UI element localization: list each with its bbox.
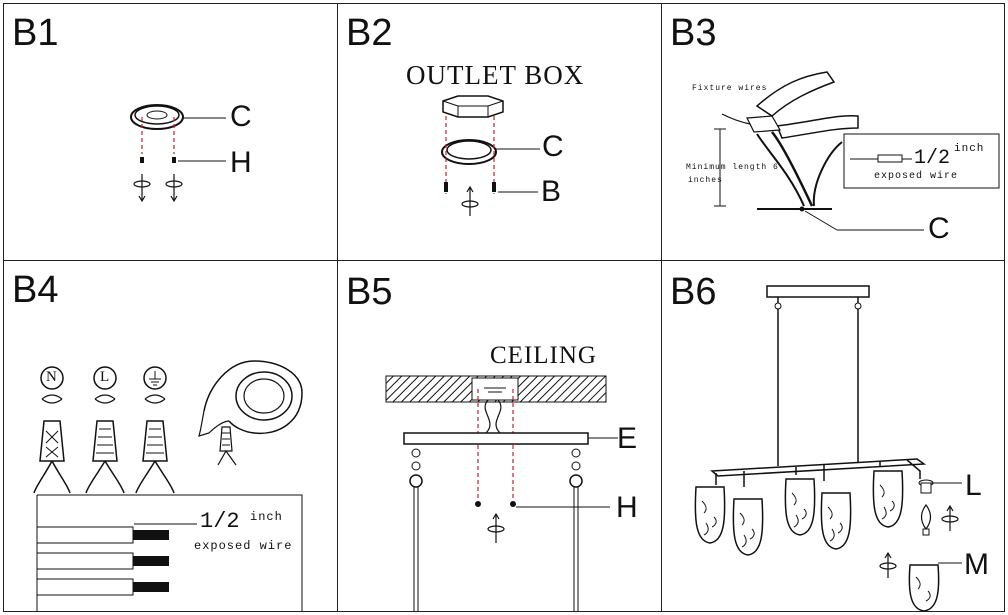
fraction-label: 1/2 bbox=[914, 147, 951, 170]
stripped-wires bbox=[36, 526, 169, 596]
label-b: B bbox=[541, 175, 562, 208]
ceiling-mount-diagram bbox=[385, 375, 618, 611]
label-l: L bbox=[965, 469, 982, 502]
canopy-plate-diagram bbox=[130, 104, 226, 203]
inch-label: inch bbox=[250, 510, 283, 524]
label-c: C bbox=[928, 212, 950, 245]
fixture-assembly-diagram bbox=[694, 285, 962, 611]
panel-b1: B1 C H bbox=[3, 3, 338, 261]
light-bulb-icon bbox=[920, 503, 932, 536]
panel-title: B1 bbox=[12, 12, 59, 54]
panel-b6: B6 bbox=[661, 260, 1005, 612]
label-c: C bbox=[542, 130, 564, 163]
inch-label: inch bbox=[954, 143, 985, 155]
fraction-label: 1/2 bbox=[200, 509, 240, 534]
ground-symbol-icon bbox=[143, 366, 167, 390]
exposed-wire-label: exposed wire bbox=[194, 539, 293, 553]
glass-shade bbox=[694, 470, 940, 611]
panel-b3: B3 Fixture wires Minimum length 6 inches… bbox=[661, 3, 1005, 261]
panel-b5: B5 CEILING E H bbox=[337, 260, 662, 612]
label-c: C bbox=[230, 100, 252, 133]
rotate-arrow-icon bbox=[461, 185, 479, 216]
live-symbol-label: L bbox=[100, 369, 110, 385]
neutral-symbol-icon bbox=[40, 366, 64, 390]
wire-stripper-diagram bbox=[714, 71, 1000, 231]
twist-arrow-icon bbox=[41, 394, 166, 404]
panel-title: B2 bbox=[346, 12, 393, 54]
rotate-arrow-icon bbox=[133, 174, 183, 203]
panel-title: B4 bbox=[12, 269, 59, 311]
neutral-symbol-label: N bbox=[46, 369, 57, 385]
outlet-box-diagram bbox=[441, 95, 540, 216]
live-symbol-icon bbox=[93, 366, 117, 390]
panel-b2: B2 OUTLET BOX C B bbox=[337, 3, 662, 261]
electrical-tape-icon bbox=[198, 360, 303, 437]
fixture-wires-label: Fixture wires bbox=[692, 84, 768, 93]
exposed-wire-label: exposed wire bbox=[874, 171, 959, 182]
inches-label: inches bbox=[688, 176, 723, 185]
panel-title: B3 bbox=[670, 12, 717, 54]
wire-nut-diagram bbox=[33, 360, 303, 611]
panel-b4: B4 bbox=[3, 260, 338, 612]
rotate-arrow-icon bbox=[487, 512, 505, 543]
label-h: H bbox=[230, 146, 252, 179]
rotate-arrow-icon bbox=[879, 504, 959, 578]
outlet-box-heading: OUTLET BOX bbox=[406, 60, 585, 90]
label-e: E bbox=[617, 422, 638, 455]
minimum-length-label: Minimum length 6 bbox=[686, 163, 779, 172]
label-m: M bbox=[964, 548, 989, 581]
ceiling-heading: CEILING bbox=[490, 342, 597, 369]
panel-title: B6 bbox=[670, 271, 717, 313]
label-h: H bbox=[616, 491, 638, 524]
panel-title: B5 bbox=[346, 271, 393, 313]
